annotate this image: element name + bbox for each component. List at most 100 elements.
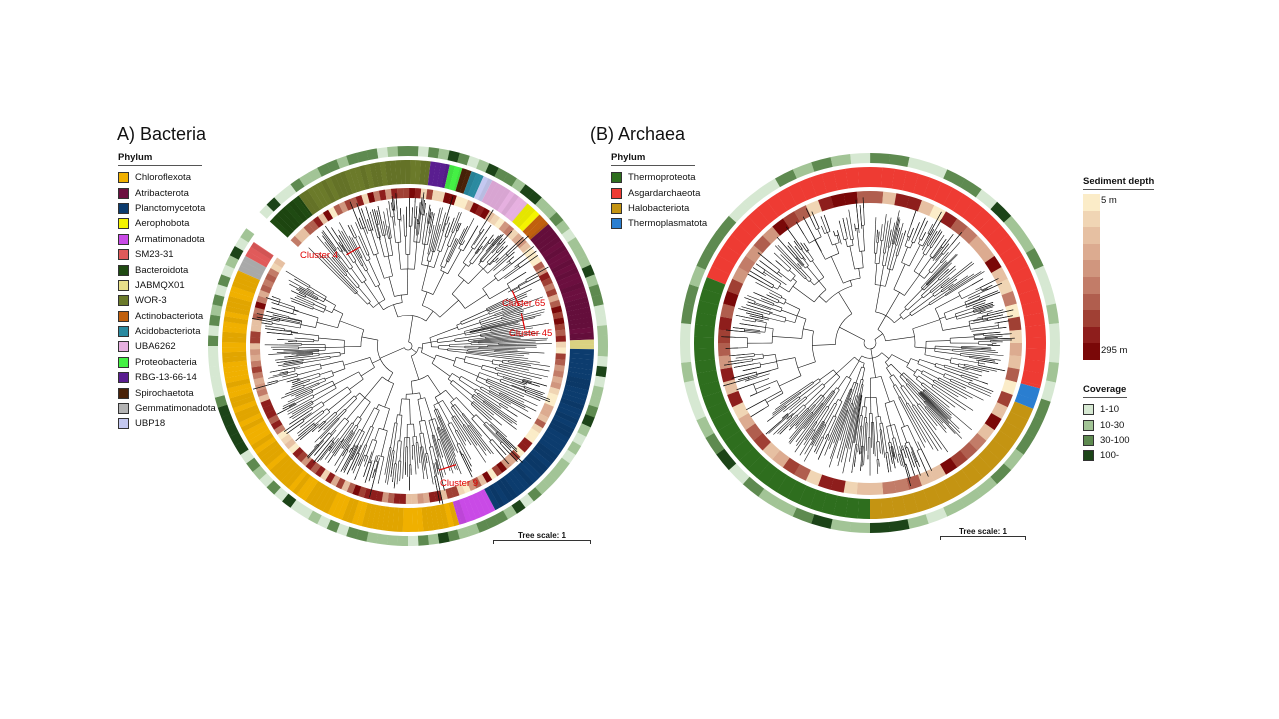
tree-branch [912,319,940,330]
tree-branch [433,434,440,455]
tree-branch [363,451,373,477]
phylum-ring-cell [223,321,248,330]
coverage-ring-cell [229,245,244,260]
phylum-ring-cell [395,160,402,185]
tree-branch [949,378,952,382]
tree-branch [949,271,985,294]
tree-branch [418,347,423,349]
tree-branch [893,384,896,387]
tree-branch [466,352,486,356]
tree-branch [354,232,357,238]
tree-branch [822,383,826,387]
phylum-ring-cell [1025,324,1046,338]
tree-branch [340,444,356,472]
coverage-ring-cell [209,314,221,327]
tree-branch [442,212,446,224]
tree-branch [769,311,771,315]
tree-branch [294,296,314,306]
tree-branch [821,436,824,439]
depth-ring-cell [959,441,978,460]
tree-branch [876,441,879,460]
tree-branch [353,426,359,434]
phylum-ring-cell [809,173,828,197]
tree-branch [904,445,915,476]
tree-branch [742,319,756,323]
tree-branch [849,233,852,240]
tree-branch [808,430,816,441]
tree-branch [482,400,485,402]
legend-swatch [118,418,129,430]
tree-branch [438,402,450,424]
phylum-ring-cell [455,168,468,193]
tree-branch [935,345,962,348]
tree-branch [935,262,952,279]
tree-branch [922,253,926,256]
tree-branch [923,401,933,412]
depth-ring-cell [720,303,735,319]
tree-branch [357,416,362,420]
phylum-ring-cell [880,167,895,189]
tree-branch [937,219,942,227]
depth-ring-cell [959,226,978,245]
tree-branch [792,266,806,280]
phylum-ring-shade [421,506,429,532]
tree-branch [918,375,933,386]
depth-ring-cell [718,316,733,331]
tree-branch [376,224,381,238]
phylum-ring-cell [436,162,447,188]
phylum-ring-cell [870,167,883,188]
depth-ring-cell [738,412,756,431]
tree-branch [513,235,529,251]
coverage-ring-cell [387,146,399,158]
phylum-ring-cell [421,506,429,532]
tree-branch [485,235,499,252]
tree-branch [936,408,948,420]
depth-ring-cell [461,481,471,494]
tree-branch [800,242,808,253]
tree-branch [817,441,827,460]
phylum-ring-cell [496,479,514,503]
tree-branch [450,402,454,407]
tree-branch [960,271,982,285]
coverage-ring-cell [210,304,223,317]
tree-branch [419,214,424,243]
tree-branch [912,328,916,348]
legend-label: 1-10 [1100,404,1120,416]
coverage-ring-cell [975,476,998,497]
depth-ring-cell [288,442,300,454]
phylum-ring-cell [316,181,333,206]
legend-item: JABMQX01 [118,278,216,293]
tree-branch [295,432,306,442]
tree-branch [773,415,789,429]
tree-branch [281,384,314,399]
tree-branch [946,316,957,320]
tree-branch [907,447,915,468]
tree-branch [908,441,917,462]
phylum-ring-cell [724,234,748,256]
tree-branch [312,387,337,403]
phylum-ring-cell [489,185,507,209]
depth-ring-cell [426,189,434,200]
tree-branch [352,416,359,424]
tree-branch [850,382,855,390]
tree-branch [885,455,889,473]
tree-branch [899,458,902,467]
tree-branch [399,441,402,462]
tree-branch [437,457,444,478]
tree-branch [886,217,892,245]
tree-branch [298,383,320,394]
phylum-ring-shade [371,504,381,530]
phylum-ring-cell [269,217,291,238]
depth-ring-cell [511,233,523,245]
tree-branch [305,303,314,308]
tree-branch [372,209,381,241]
tree-branch [901,424,908,429]
tree-branch [356,203,369,234]
tree-branch [982,381,989,385]
tree-branch [431,419,439,440]
tree-branch [434,223,443,252]
phylum-ring-cell [546,426,570,444]
tree-branch [514,250,537,268]
phylum-ring-cell [371,504,381,530]
depth-ring-cell [984,255,1002,274]
